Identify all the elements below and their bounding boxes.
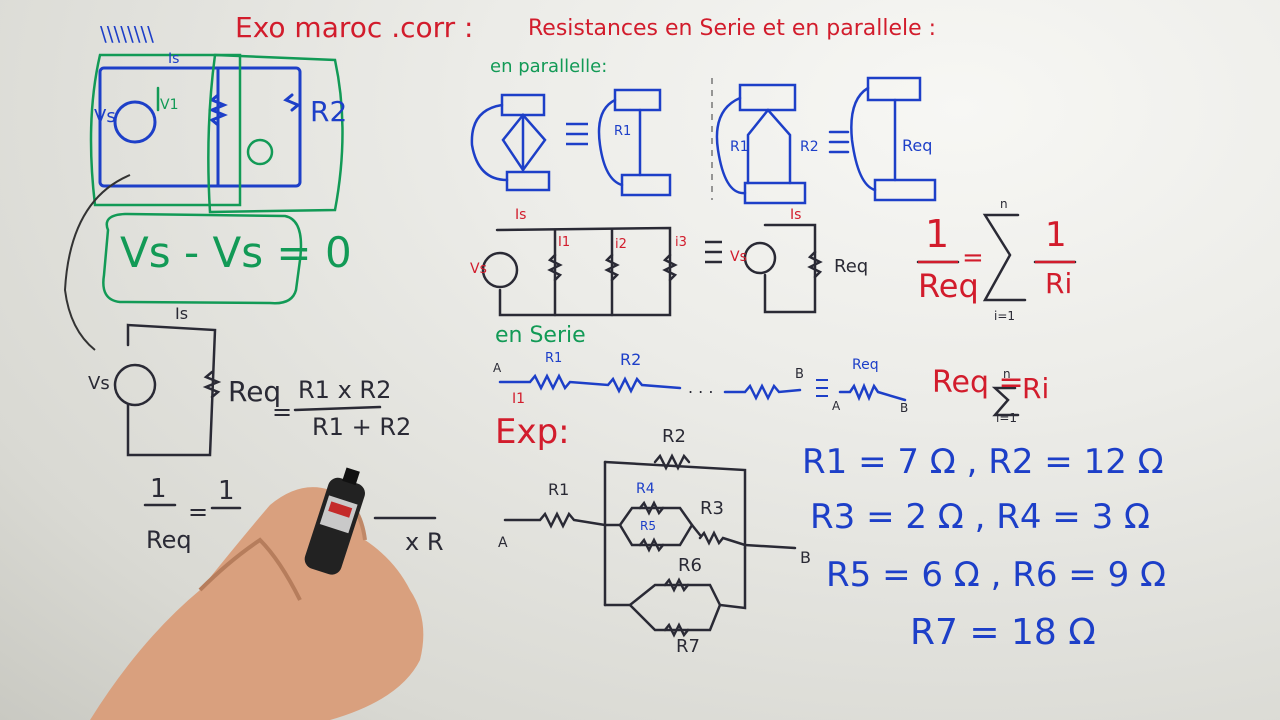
label-r2-exp: R2 — [662, 426, 686, 447]
example-label: Exp: — [495, 412, 570, 452]
partial-lhs-num: 1 — [150, 474, 167, 504]
label-r2-1: R2 — [310, 95, 348, 128]
label-i1-net: I1 — [558, 235, 571, 250]
example-network — [503, 453, 797, 638]
label-r3-exp: R3 — [700, 498, 724, 519]
label-b-series: B — [795, 367, 804, 382]
label-r2-series: R2 — [620, 350, 642, 369]
label-is-2: Is — [175, 304, 189, 323]
label-req-series: Req — [852, 357, 879, 373]
values-line-1: R1 = 7 Ω , R2 = 12 Ω — [802, 442, 1164, 482]
parallel-diagram-1 — [470, 88, 672, 197]
label-b-exp: B — [800, 548, 811, 567]
values-line-3: R5 = 6 Ω , R6 = 9 Ω — [826, 555, 1166, 595]
label-r1-par-2: R1 — [730, 139, 749, 155]
series-formula-sum-bottom: i=1 — [996, 411, 1018, 425]
label-req-eq: Req — [834, 256, 869, 277]
label-r1-par: R1 — [614, 124, 632, 139]
label-a-series: A — [493, 361, 502, 375]
series-dots: . . . — [688, 378, 714, 397]
parallel-diagram-2 — [715, 76, 937, 205]
label-a-exp: A — [498, 535, 508, 551]
par-formula-sum-bottom: i=1 — [994, 309, 1016, 323]
section-serie: en Serie — [495, 323, 586, 348]
label-i1-series: I1 — [512, 391, 526, 407]
partial-rhs-num: 1 — [218, 476, 235, 506]
label-is-eq: Is — [790, 207, 802, 223]
values-line-2: R3 = 2 Ω , R4 = 3 Ω — [810, 497, 1150, 537]
label-is-net: Is — [515, 207, 527, 223]
label-a-series-eq: A — [832, 399, 841, 413]
label-req-left: Req — [228, 375, 282, 408]
kvl-equation: Vs - Vs = 0 — [120, 228, 352, 277]
title-right: Resistances en Serie et en parallele : — [528, 16, 937, 41]
label-vs-2: Vs — [88, 373, 110, 394]
partial-equals: = — [188, 498, 209, 526]
label-i2-net: i2 — [615, 237, 627, 252]
label-b-series-eq: B — [900, 401, 909, 415]
label-vs-net: Vs — [470, 261, 487, 277]
series-formula-lhs: Req = — [932, 365, 1024, 400]
section-parallel: en parallelle: — [490, 56, 608, 77]
title-left-prefix: \\\\\\\\ — [100, 22, 154, 46]
series-chain — [498, 373, 907, 402]
par-formula-rhs-num: 1 — [1045, 215, 1067, 255]
partial-tail: x R — [405, 528, 444, 556]
par-formula-lhs-den: Req — [918, 267, 979, 305]
left-formula-denominator: R1 + R2 — [312, 413, 412, 441]
left-formula-equals: = — [272, 398, 293, 426]
label-i3-net: i3 — [675, 235, 687, 250]
series-formula-rhs: Ri — [1022, 372, 1050, 405]
label-r5-exp: R5 — [640, 519, 656, 533]
label-r4-exp: R4 — [636, 481, 655, 497]
label-r6-exp: R6 — [678, 555, 702, 576]
label-r7-exp: R7 — [676, 636, 700, 657]
label-r2-par-2: R2 — [800, 139, 819, 155]
series-formula-sum-top: n — [1003, 367, 1011, 381]
label-vs-1: Vs — [94, 106, 116, 127]
title-left: Exo maroc .corr : — [235, 11, 474, 44]
label-is-1: Is — [168, 51, 180, 67]
par-formula-equals: = — [962, 243, 984, 273]
par-formula-lhs-num: 1 — [925, 212, 950, 256]
label-req-par-1: Req — [902, 136, 933, 155]
par-formula-sum-top: n — [1000, 197, 1008, 211]
parallel-network — [481, 223, 823, 317]
label-vs-eq: Vs — [730, 249, 747, 265]
par-formula-rhs-den: Ri — [1045, 267, 1073, 300]
label-v1: V1 — [160, 97, 179, 113]
partial-lhs-den: Req — [146, 526, 192, 554]
label-r1-exp: R1 — [548, 480, 570, 499]
left-formula-numerator: R1 x R2 — [298, 376, 392, 404]
source-circuit-top — [98, 66, 302, 188]
label-r1-series: R1 — [545, 351, 563, 366]
values-line-4: R7 = 18 Ω — [910, 612, 1096, 653]
